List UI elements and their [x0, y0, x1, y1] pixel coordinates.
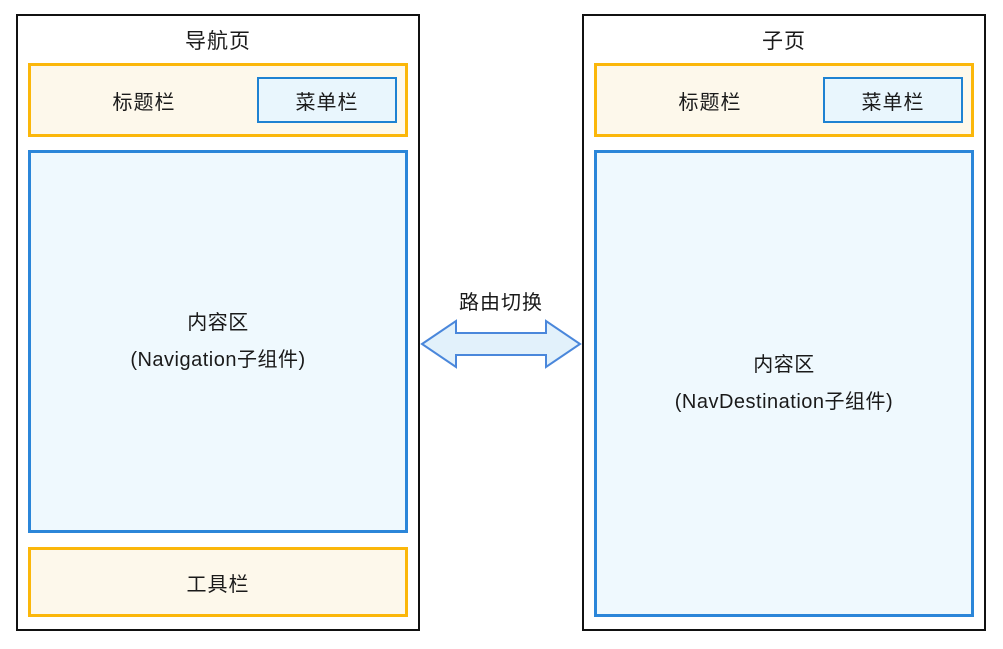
navigation-page-panel: 导航页 标题栏 菜单栏 内容区 (Navigation子组件) 工具栏	[16, 14, 420, 631]
sub-page-title-bar: 标题栏 菜单栏	[594, 63, 974, 137]
navigation-toolbar: 工具栏	[28, 547, 408, 617]
sub-page-menu-bar-label: 菜单栏	[861, 91, 925, 114]
navigation-content-line2: (Navigation子组件)	[130, 348, 306, 371]
navigation-page-title: 导航页	[185, 29, 251, 53]
sub-page-content-line1: 内容区	[753, 353, 815, 376]
sub-page-content-area: 内容区 (NavDestination子组件)	[594, 150, 974, 617]
navigation-menu-bar-label: 菜单栏	[295, 91, 359, 114]
navigation-toolbar-label: 工具栏	[186, 573, 250, 596]
navigation-title-bar-label: 标题栏	[112, 91, 176, 114]
sub-page-title-bar-label: 标题栏	[678, 91, 742, 114]
sub-page-title: 子页	[762, 29, 806, 53]
sub-page-content-line2: (NavDestination子组件)	[674, 390, 894, 413]
navigation-menu-bar: 菜单栏	[257, 77, 397, 123]
navigation-content-area: 内容区 (Navigation子组件)	[28, 150, 408, 533]
navigation-content-line1: 内容区	[187, 311, 249, 334]
route-switch-connector: 路由切换	[420, 286, 582, 370]
route-switch-label: 路由切换	[459, 292, 543, 314]
navigation-title-bar: 标题栏 菜单栏	[28, 63, 408, 137]
sub-page-menu-bar: 菜单栏	[823, 77, 963, 123]
double-headed-arrow-icon	[420, 319, 582, 369]
sub-page-panel: 子页 标题栏 菜单栏 内容区 (NavDestination子组件)	[582, 14, 986, 631]
